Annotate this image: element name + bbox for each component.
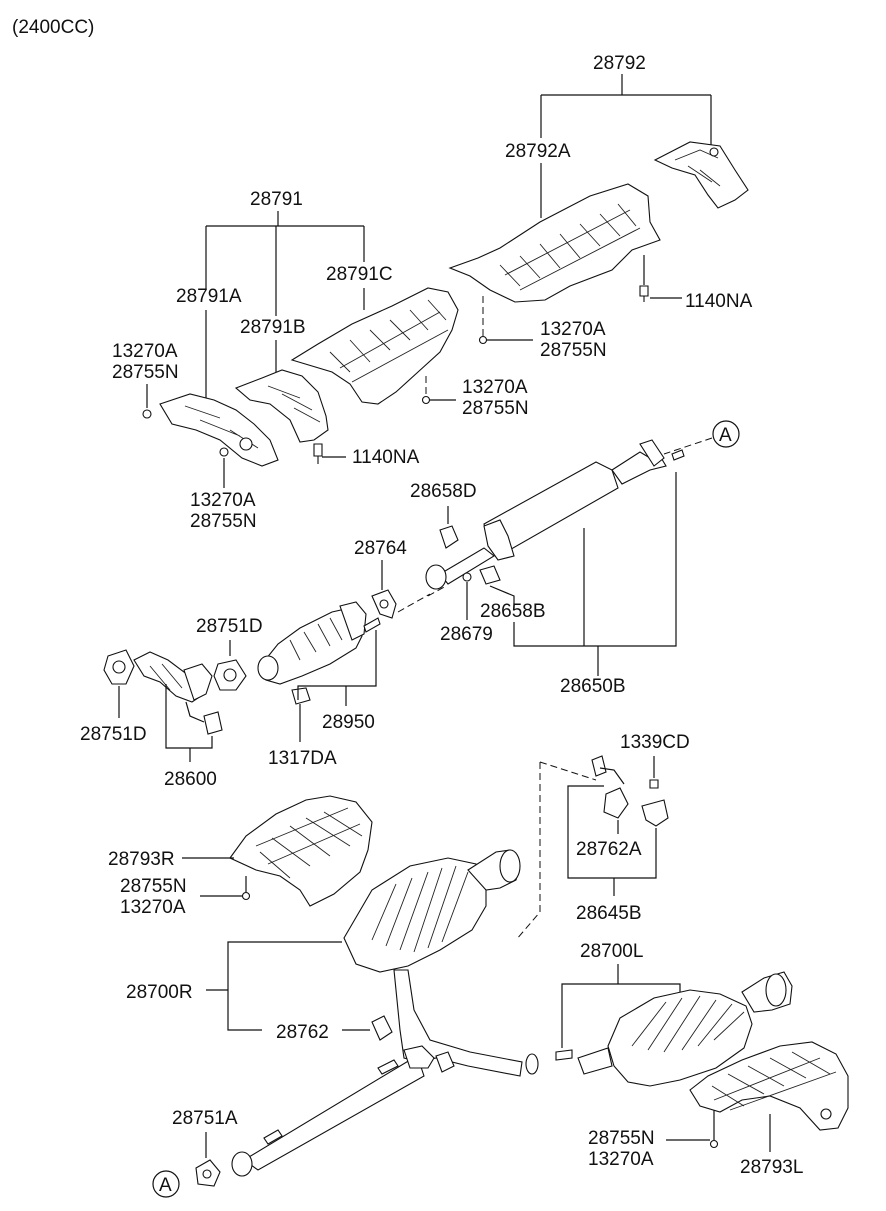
part-label-28950[interactable]: 28950 [322, 712, 375, 733]
group-converters: 28751D 28950 1317DA 28751D 28600 [80, 601, 381, 790]
rubber-hanger-28658D [439, 525, 459, 549]
heat-shield-28791A [159, 393, 279, 467]
part-label-28791A[interactable]: 28791A [176, 286, 242, 307]
part-label-28751D-b[interactable]: 28751D [80, 724, 147, 745]
reference-circle-A-top [712, 420, 740, 448]
part-label-28679[interactable]: 28679 [440, 624, 493, 645]
part-label-28791C[interactable]: 28791C [326, 264, 393, 285]
rear-muffler-left [607, 989, 753, 1087]
part-label-13270A-f[interactable]: 13270A [588, 1149, 654, 1170]
part-label-28600[interactable]: 28600 [164, 769, 217, 790]
nut-1317DA [291, 687, 311, 705]
rubber-hanger-28762 [371, 1015, 393, 1041]
part-label-28700R[interactable]: 28700R [126, 982, 193, 1003]
group-28645B: 1339CD 28762A 28645B [515, 732, 690, 941]
part-label-28792[interactable]: 28792 [593, 53, 646, 74]
reference-label-A-bottom: A [159, 1175, 172, 1196]
part-label-28793L[interactable]: 28793L [740, 1157, 803, 1178]
part-label-28764[interactable]: 28764 [354, 538, 407, 559]
part-label-28755N-f[interactable]: 28755N [588, 1128, 655, 1149]
group-28791: 28791 28791C 28791A 28791B 13270A 28755N… [112, 189, 529, 532]
part-label-28755N-b[interactable]: 28755N [112, 362, 179, 383]
rubber-hanger-28658B [479, 565, 501, 585]
part-label-28791[interactable]: 28791 [250, 189, 303, 210]
part-label-1140NA-mid[interactable]: 1140NA [352, 447, 420, 468]
group-28792: 28792 28792A 1140NA 13270A 28755N [448, 53, 753, 361]
part-label-28755N-d[interactable]: 28755N [462, 398, 529, 419]
part-label-13270A-b[interactable]: 13270A [112, 341, 178, 362]
oxygen-sensor [203, 711, 223, 735]
part-label-1317DA[interactable]: 1317DA [268, 748, 337, 769]
reference-label-A-top: A [719, 425, 732, 446]
part-label-13270A-a[interactable]: 13270A [540, 319, 606, 340]
part-label-13270A-d[interactable]: 13270A [462, 377, 528, 398]
group-28700L: 28700L 28755N 13270A 28793L [555, 941, 849, 1178]
part-label-28650B[interactable]: 28650B [560, 676, 626, 697]
part-label-28755N-a[interactable]: 28755N [540, 340, 607, 361]
group-28700R: 28793R 28755N 13270A 28700R 28762 28751A… [108, 795, 539, 1198]
part-label-28792A[interactable]: 28792A [505, 141, 571, 162]
part-label-28700L[interactable]: 28700L [580, 941, 643, 962]
bracket [641, 799, 669, 827]
part-label-28793R[interactable]: 28793R [108, 849, 175, 870]
heat-shield-28793R [229, 795, 373, 907]
part-label-28791B[interactable]: 28791B [240, 317, 306, 338]
heat-shield-28793L [689, 1041, 849, 1131]
rear-muffler-right [343, 857, 487, 973]
heat-shield-28791B [234, 369, 329, 443]
part-label-13270A-e[interactable]: 13270A [120, 897, 186, 918]
rubber-hanger-28762A [603, 787, 629, 819]
part-label-28762A[interactable]: 28762A [576, 839, 642, 860]
reference-circle-A-bottom [152, 1170, 180, 1198]
part-label-28658B[interactable]: 28658B [480, 601, 546, 622]
part-label-28755N-e[interactable]: 28755N [120, 876, 187, 897]
part-label-28751A[interactable]: 28751A [172, 1108, 238, 1129]
part-label-1339CD[interactable]: 1339CD [620, 732, 690, 753]
part-label-28645B[interactable]: 28645B [576, 903, 642, 924]
part-label-13270A-c[interactable]: 13270A [190, 490, 256, 511]
engine-spec-label: (2400CC) [12, 17, 94, 38]
part-label-28751D-a[interactable]: 28751D [196, 616, 263, 637]
center-heat-shield-28792A [448, 183, 661, 303]
part-label-28762[interactable]: 28762 [276, 1022, 329, 1043]
front-pipe-28751A-side [242, 1059, 425, 1171]
group-28650B: A 28658D 28658B 28679 28650B 28764 [354, 420, 740, 697]
part-label-28755N-c[interactable]: 28755N [190, 511, 257, 532]
part-label-1140NA-top[interactable]: 1140NA [685, 291, 753, 312]
part-label-28658D[interactable]: 28658D [410, 481, 477, 502]
